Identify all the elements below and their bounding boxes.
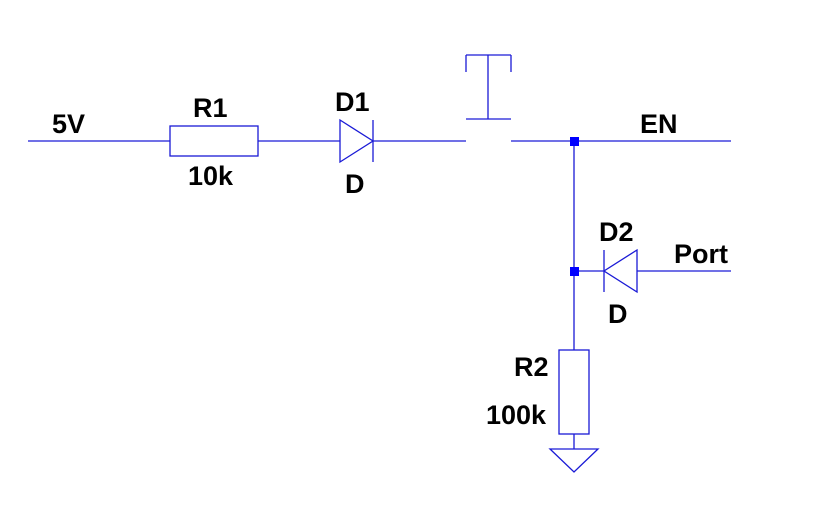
resistor-r2-body[interactable]	[558, 349, 590, 435]
net-label-5v[interactable]: 5V	[52, 109, 85, 139]
diode-d2[interactable]	[602, 248, 638, 294]
d1-ref-label[interactable]: D1	[335, 87, 370, 117]
d1-model-label[interactable]: D	[345, 169, 365, 199]
diode-d2-triangle	[602, 248, 638, 294]
net-label-port[interactable]: Port	[674, 239, 728, 269]
r1-value-label[interactable]: 10k	[188, 161, 234, 191]
ground-icon[interactable]	[548, 448, 600, 473]
r2-value-label[interactable]: 100k	[486, 400, 547, 430]
net-label-en[interactable]: EN	[640, 109, 678, 139]
r1-ref-label[interactable]: R1	[193, 93, 228, 123]
resistor-r1-body[interactable]	[169, 125, 259, 157]
diode-d1-triangle	[339, 118, 375, 164]
diode-d1[interactable]	[339, 118, 375, 164]
d2-ref-label[interactable]: D2	[599, 217, 634, 247]
wires	[28, 140, 731, 449]
junction-dot-en	[570, 137, 579, 146]
d2-model-label[interactable]: D	[608, 299, 628, 329]
junction-dot-d2	[570, 267, 579, 276]
r2-ref-label[interactable]: R2	[514, 352, 549, 382]
pushbutton-switch[interactable]	[465, 54, 512, 120]
